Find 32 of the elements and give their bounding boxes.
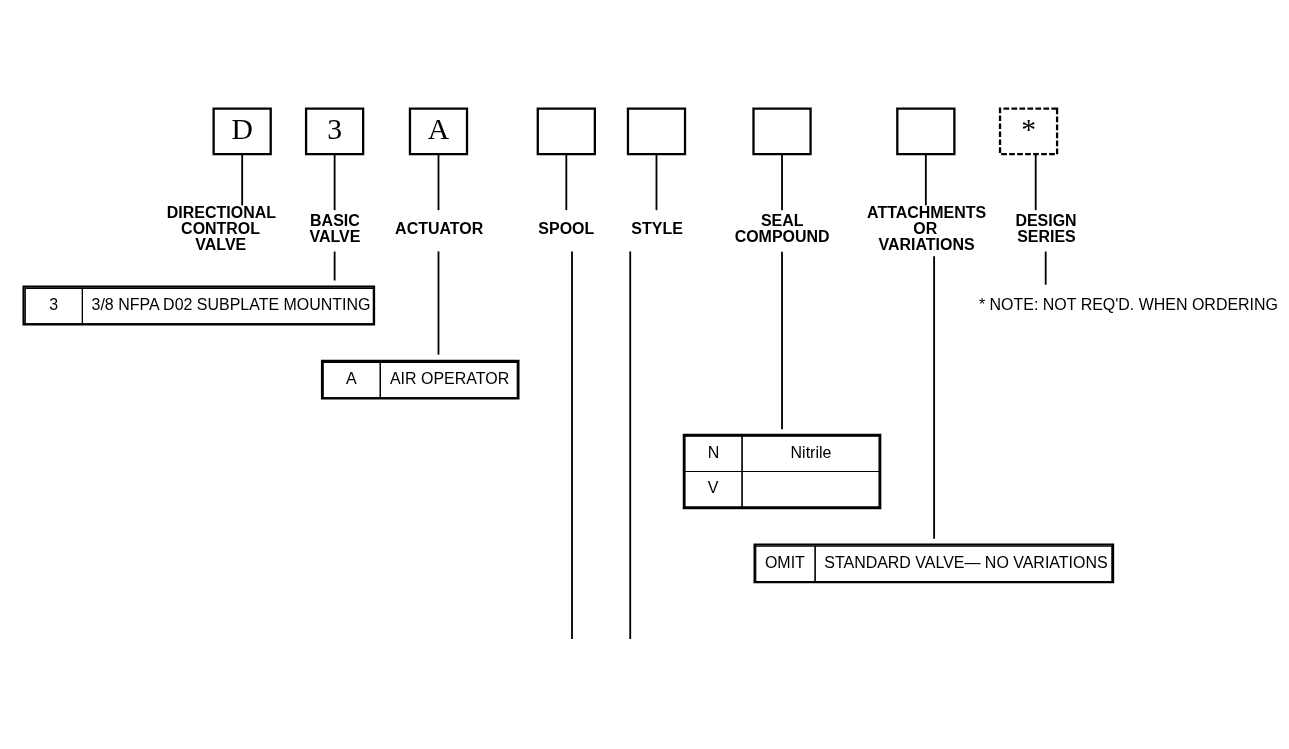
node-box <box>752 107 812 156</box>
connector <box>629 250 632 640</box>
node-box: * <box>998 107 1059 156</box>
connector <box>437 153 440 212</box>
connector <box>333 250 336 282</box>
node-text: * NOTE: NOT REQ'D. WHEN ORDERING <box>978 295 1279 313</box>
node-text: ACTUATOR <box>395 219 484 237</box>
node-text: STYLE <box>631 219 683 237</box>
connector <box>1034 153 1037 212</box>
connector <box>933 255 936 540</box>
node-box <box>536 107 596 156</box>
connector <box>565 153 568 212</box>
node-text: BASIC VALVE <box>309 212 361 246</box>
connector <box>1044 250 1047 286</box>
connector <box>781 153 783 212</box>
node-box: D <box>212 107 272 156</box>
connector <box>571 250 573 640</box>
node-text: SEAL COMPOUND <box>734 212 830 246</box>
connector <box>781 250 783 431</box>
connector <box>655 153 658 212</box>
node-box: 3 <box>304 107 365 156</box>
node-box <box>896 107 956 156</box>
node-text: ATTACHMENTS OR VARIATIONS <box>867 204 987 254</box>
node-text: SPOOL <box>538 219 595 237</box>
node-box <box>626 107 687 156</box>
node-box: A <box>408 107 469 156</box>
connector <box>437 250 440 356</box>
connector <box>333 153 336 212</box>
node-text: DESIGN SERIES <box>1015 212 1077 246</box>
connector <box>924 153 927 207</box>
node-text: DIRECTIONAL CONTROL VALVE <box>166 204 276 254</box>
connector <box>241 153 244 207</box>
